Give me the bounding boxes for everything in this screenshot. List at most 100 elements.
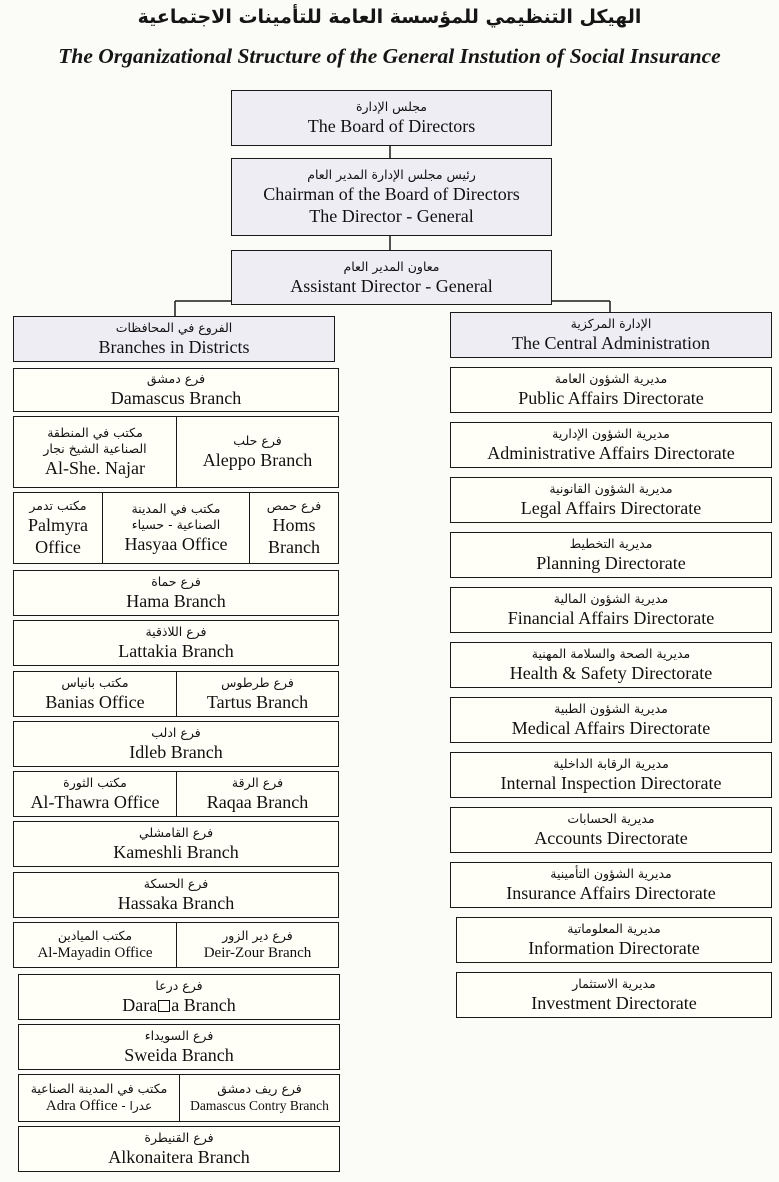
directorate-en: Public Affairs Directorate xyxy=(518,388,704,408)
najar-ar-1: مكتب في المنطقة xyxy=(47,425,143,440)
assistant-director-box: معاون المدير العام Assistant Director - … xyxy=(231,250,552,305)
missing-glyph-box xyxy=(158,1000,171,1012)
kameshli-en: Kameshli Branch xyxy=(113,842,239,862)
mayadin-en: Al-Mayadin Office xyxy=(37,945,153,961)
idleb-branch-box: فرع ادلب Idleb Branch xyxy=(13,721,339,767)
branches-header-en: Branches in Districts xyxy=(98,337,250,357)
daraa-en-part-2: a Branch xyxy=(171,995,236,1015)
directorate-ar: مديرية الشؤون الإدارية xyxy=(552,426,670,441)
directorate-12-box: مديرية الاستثمار Investment Directorate xyxy=(456,972,772,1018)
hassaka-ar: فرع الحسكة xyxy=(143,876,209,891)
directorate-10-box: مديرية الشؤون التأمينية Insurance Affair… xyxy=(450,862,772,908)
sweida-branch-box: فرع السويداء Sweida Branch xyxy=(18,1024,340,1070)
directorate-3-box: مديرية الشؤون القانونية Legal Affairs Di… xyxy=(450,477,772,523)
title-english: The Organizational Structure of the Gene… xyxy=(58,44,721,68)
directorate-en: Health & Safety Directorate xyxy=(509,663,713,683)
qunaitra-ar: فرع القنيطرة xyxy=(144,1130,214,1145)
homs-en-1: Homs xyxy=(272,515,316,535)
daraa-branch-box: فرع درعا Dara a Branch xyxy=(18,974,340,1020)
central-header-en: The Central Administration xyxy=(512,333,710,353)
mayadin-ar: مكتب الميادين xyxy=(57,928,133,943)
branches-header-box: الفروع في المحافظات Branches in District… xyxy=(13,316,335,362)
daraa-ar: فرع درعا xyxy=(155,978,203,993)
tartus-ar: فرع طرطوس xyxy=(221,675,294,690)
chairman-box: رئيس مجلس الإدارة المدير العام Chairman … xyxy=(231,158,552,236)
adra-en-part-1: Adra Office xyxy=(45,1098,118,1114)
palmyra-ar: مكتب تدمر xyxy=(29,498,87,513)
chairman-en-2: The Director - General xyxy=(309,206,474,226)
directorate-1-box: مديرية الشؤون العامة Public Affairs Dire… xyxy=(450,367,772,413)
sweida-en: Sweida Branch xyxy=(124,1045,234,1065)
kameshli-branch-box: فرع القامشلي Kameshli Branch xyxy=(13,821,339,867)
najar-office-cell: مكتب في المنطقة الصناعية الشيخ نجار Al-S… xyxy=(14,417,176,487)
kameshli-ar: فرع القامشلي xyxy=(138,825,214,840)
tartus-branch-cell: فرع طرطوس Tartus Branch xyxy=(176,672,338,716)
qunaitra-en: Alkonaitera Branch xyxy=(108,1147,250,1167)
directorate-5-box: مديرية الشؤون المالية Financial Affairs … xyxy=(450,587,772,633)
mayadin-office-cell: مكتب الميادين Al-Mayadin Office xyxy=(14,923,176,967)
central-header-ar: الإدارة المركزية xyxy=(570,316,652,331)
title-arabic: الهيكل التنظيمي للمؤسسة العامة للتأمينات… xyxy=(137,6,642,28)
banias-office-cell: مكتب بانياس Banias Office xyxy=(14,672,176,716)
lattakia-ar: فرع اللاذقية xyxy=(145,624,207,639)
assistant-ar: معاون المدير العام xyxy=(343,258,440,274)
directorate-ar: مديرية المعلوماتية xyxy=(567,921,661,936)
raqaa-ar: فرع الرقة xyxy=(231,775,284,790)
banias-ar: مكتب بانياس xyxy=(61,675,129,690)
deirzour-branch-cell: فرع دير الزور Deir-Zour Branch xyxy=(176,923,338,967)
directorate-2-box: مديرية الشؤون الإدارية Administrative Af… xyxy=(450,422,772,468)
raqaa-en: Raqaa Branch xyxy=(206,792,309,812)
directorate-ar: مديرية الشؤون الطبية xyxy=(554,701,668,716)
adra-en-part-2: - عدرا xyxy=(121,1099,153,1113)
directorate-en: Financial Affairs Directorate xyxy=(507,608,715,628)
directorate-ar: مديرية الشؤون المالية xyxy=(553,591,669,606)
hasyaa-office-cell: مكتب في المدينة الصناعية - حسياء Hasyaa … xyxy=(102,493,249,563)
directorate-en: Accounts Directorate xyxy=(534,828,688,848)
adra-en: Adra Office - عدرا xyxy=(46,1097,152,1115)
board-en: The Board of Directors xyxy=(307,116,476,136)
directorate-11-box: مديرية المعلوماتية Information Directora… xyxy=(456,917,772,963)
directorate-4-box: مديرية التخطيط Planning Directorate xyxy=(450,532,772,578)
directorate-en: Investment Directorate xyxy=(531,993,697,1013)
aleppo-ar: فرع حلب xyxy=(233,433,282,448)
hama-branch-box: فرع حماة Hama Branch xyxy=(13,570,339,616)
najar-en: Al-She. Najar xyxy=(45,458,145,478)
damascus-en: Damascus Branch xyxy=(110,388,242,408)
board-ar: مجلس الإدارة xyxy=(355,99,428,114)
tartus-row-box: مكتب بانياس Banias Office فرع طرطوس Tart… xyxy=(13,671,339,717)
adra-ar: مكتب في المدينة الصناعية xyxy=(30,1081,168,1096)
hama-en: Hama Branch xyxy=(126,591,226,611)
daraa-en-part-1: Dara xyxy=(122,995,158,1015)
homs-row-box: مكتب تدمر Palmyra Office مكتب في المدينة… xyxy=(13,492,339,564)
palmyra-office-cell: مكتب تدمر Palmyra Office xyxy=(14,493,102,563)
directorate-en: Information Directorate xyxy=(528,938,700,958)
lattakia-branch-box: فرع اللاذقية Lattakia Branch xyxy=(13,620,339,666)
raqaa-branch-cell: فرع الرقة Raqaa Branch xyxy=(176,772,338,816)
qunaitra-branch-box: فرع القنيطرة Alkonaitera Branch xyxy=(18,1126,340,1172)
lattakia-en: Lattakia Branch xyxy=(118,641,234,661)
rif-branch-cell: فرع ريف دمشق Damascus Contry Branch xyxy=(179,1075,339,1121)
palmyra-en-1: Palmyra xyxy=(28,515,88,535)
directorate-ar: مديرية الحسابات xyxy=(567,811,655,826)
damascus-branch-box: فرع دمشق Damascus Branch xyxy=(13,368,339,412)
directorate-8-box: مديرية الرقابة الداخلية Internal Inspect… xyxy=(450,752,772,798)
deirzour-en: Deir-Zour Branch xyxy=(203,945,312,961)
branches-header-ar: الفروع في المحافظات xyxy=(115,320,233,335)
thawra-en: Al-Thawra Office xyxy=(30,792,160,812)
directorate-en: Insurance Affairs Directorate xyxy=(506,883,716,903)
directorate-en: Administrative Affairs Directorate xyxy=(487,443,735,463)
chairman-ar: رئيس مجلس الإدارة المدير العام xyxy=(307,167,476,182)
raqaa-row-box: مكتب الثورة Al-Thawra Office فرع الرقة R… xyxy=(13,771,339,817)
sweida-ar: فرع السويداء xyxy=(144,1028,214,1043)
chairman-en-1: Chairman of the Board of Directors xyxy=(263,184,520,204)
directorate-en: Medical Affairs Directorate xyxy=(511,718,711,738)
directorate-ar: مديرية الرقابة الداخلية xyxy=(553,756,669,771)
hasyaa-ar-2: الصناعية - حسياء xyxy=(131,517,221,532)
aleppo-branch-cell: فرع حلب Aleppo Branch xyxy=(176,417,338,487)
homs-en-2: Branch xyxy=(268,537,320,557)
damascus-ar: فرع دمشق xyxy=(146,371,206,386)
hama-ar: فرع حماة xyxy=(151,574,201,589)
directorate-ar: مديرية الشؤون التأمينية xyxy=(550,866,672,881)
directorate-en: Planning Directorate xyxy=(536,553,686,573)
deirzour-row-box: مكتب الميادين Al-Mayadin Office فرع دير … xyxy=(13,922,339,968)
